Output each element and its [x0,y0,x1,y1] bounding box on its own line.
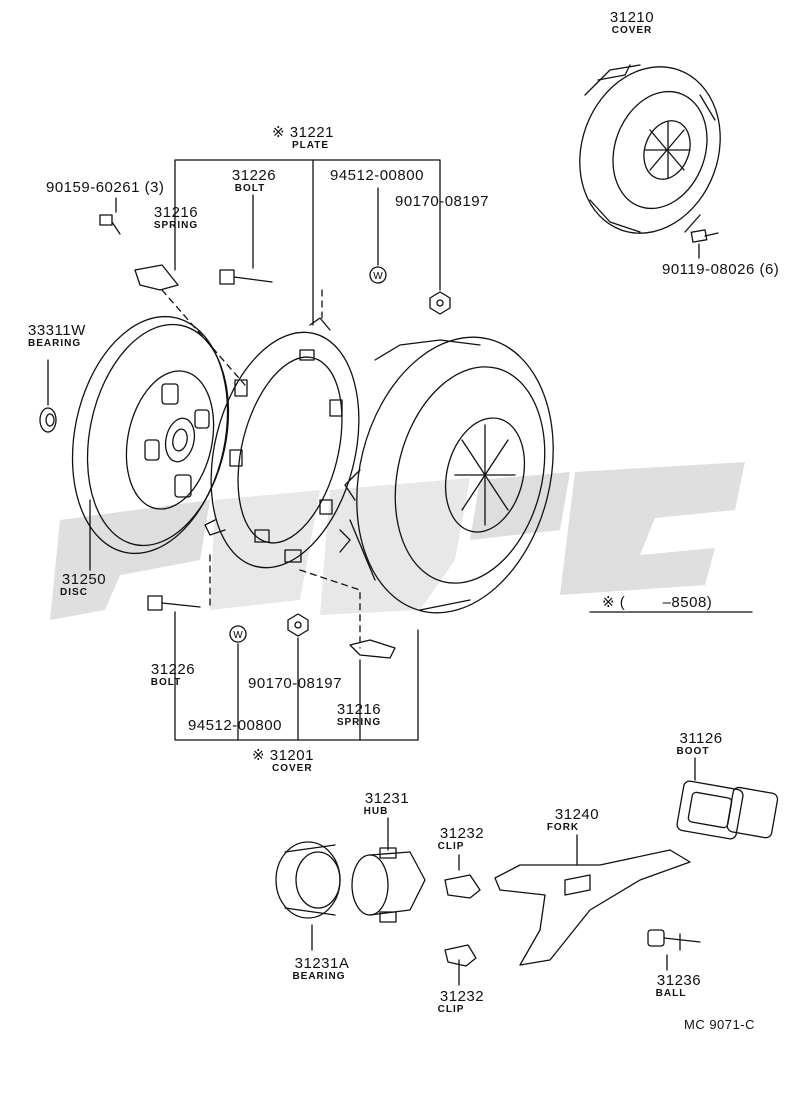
label-31126-name: BOOT [676,746,710,757]
nut-90170-top-drawing [429,291,451,315]
callout-lines [47,159,700,986]
label-31250-num: 31250 [61,571,107,588]
label-31240-name: FORK [546,822,580,833]
bearing-33311w-drawing [39,407,57,433]
label-31216-top-name: SPRING [153,220,199,231]
label-31232-bottom-num: 31232 [439,988,485,1005]
label-31201-name: COVER [272,763,313,774]
label-31201-num: ※ 31201 [252,747,314,764]
note-effective-date: ※ ( –8508) [602,594,713,611]
bolt-31226-top-drawing [219,269,273,285]
label-31210-num: 31210 [609,9,655,26]
washer-mark-top: W [373,271,383,282]
boot-drawing [676,780,779,840]
washer-94512-bottom-drawing [229,625,247,643]
label-31232-top-num: 31232 [439,825,485,842]
dashed-guides [161,289,361,649]
washer-mark-bottom: W [233,630,243,641]
bolt-90159-drawing [99,214,121,235]
label-31226-top-name: BOLT [234,183,266,194]
label-31236-name: BALL [655,988,687,999]
label-31221-name: PLATE [292,140,330,151]
release-bearing-drawing [275,841,341,919]
fork-drawing [494,849,691,966]
label-31231a-num: 31231A [294,955,350,972]
label-90170-top: 90170-08197 [395,193,489,210]
cover-31210-drawing [579,64,721,234]
label-31231a-name: BEARING [292,971,346,982]
hub-drawing [351,847,426,923]
label-31240-num: 31240 [554,806,600,823]
spring-31216-bottom-drawing [349,639,396,659]
clip-top-drawing [444,874,481,899]
label-31216-bottom-num: 31216 [336,701,382,718]
label-31226-bottom-name: BOLT [150,677,182,688]
bolt-31226-bottom-drawing [147,595,201,611]
clutch-cover-drawing [344,336,554,614]
washer-94512-top-drawing [369,266,387,284]
figure-code: MC 9071-C [684,1017,755,1032]
nut-90170-bottom-drawing [287,613,309,637]
label-33311w-name: BEARING [28,338,82,349]
label-31250-name: DISC [60,587,88,598]
label-90159: 90159-60261 (3) [46,179,165,196]
label-90170-bottom: 90170-08197 [248,675,342,692]
clip-bottom-drawing [444,944,477,967]
label-94512-bottom: 94512-00800 [188,717,282,734]
spring-31216-top-drawing [134,264,179,291]
ball-stud-drawing [647,929,701,951]
watermark-logo [50,462,745,620]
label-90119: 90119-08026 (6) [662,261,780,278]
label-31210-name: COVER [611,25,653,36]
label-31231-num: 31231 [364,790,410,807]
label-31226-bottom-num: 31226 [150,661,196,678]
label-94512-top: 94512-00800 [330,167,424,184]
label-31236-num: 31236 [656,972,702,989]
label-31126-num: 31126 [679,730,723,747]
clutch-disc-drawing [71,315,230,555]
label-31232-top-name: CLIP [437,841,465,852]
label-31221-num: ※ 31221 [272,124,334,141]
bolt-90119-drawing [690,229,719,243]
label-31216-top-num: 31216 [153,204,199,221]
label-31226-top-num: 31226 [231,167,277,184]
label-33311w-num: 33311W [28,322,86,339]
label-31216-bottom-name: SPRING [336,717,382,728]
label-31232-bottom-name: CLIP [437,1004,465,1015]
pressure-plate-drawing [204,317,360,569]
label-31231-name: HUB [363,806,389,817]
